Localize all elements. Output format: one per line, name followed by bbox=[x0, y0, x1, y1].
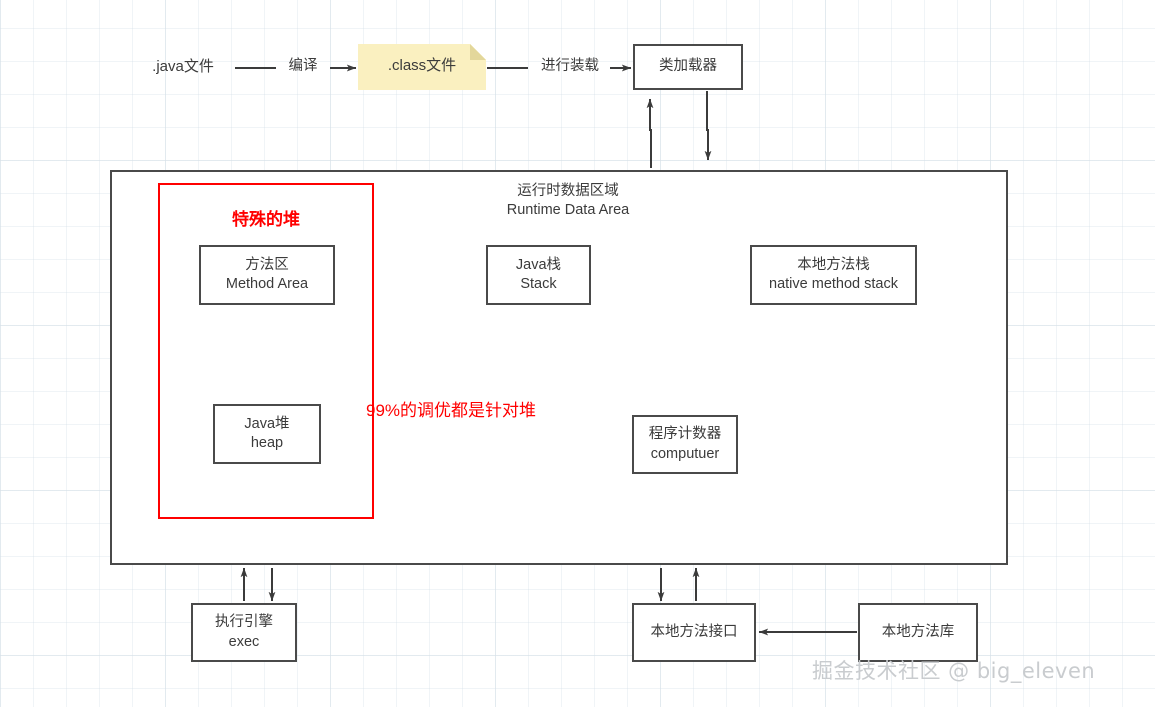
class-file-note-shape bbox=[358, 44, 486, 90]
java-stack-label-en: Stack bbox=[520, 276, 557, 292]
java-heap-label-cn: Java堆 bbox=[244, 415, 290, 432]
load-edge-label: 进行装载 bbox=[541, 58, 599, 75]
execution-engine-label-en: exec bbox=[228, 633, 260, 650]
class-file-label: .class文件 bbox=[387, 57, 457, 75]
native-method-stack-label-en: native method stack bbox=[769, 276, 898, 292]
native-interface-label: 本地方法接口 bbox=[650, 623, 738, 640]
tuning-annotation-label: 99%的调优都是针对堆 bbox=[366, 401, 537, 420]
java-stack-label-cn: Java栈 bbox=[515, 256, 562, 273]
watermark: 掘金技术社区 @ big_eleven bbox=[812, 659, 1096, 683]
execution-engine-node: 执行引擎 exec bbox=[191, 603, 297, 662]
program-counter-label-cn: 程序计数器 bbox=[648, 426, 722, 443]
java-heap-node: Java堆 heap bbox=[213, 404, 321, 464]
native-method-stack-label-cn: 本地方法栈 bbox=[797, 256, 870, 273]
classloader-label: 类加载器 bbox=[659, 58, 717, 75]
native-library-label: 本地方法库 bbox=[881, 623, 955, 640]
native-interface-node: 本地方法接口 bbox=[632, 603, 756, 662]
native-method-stack-node: 本地方法栈 native method stack bbox=[750, 245, 917, 305]
java-file-label: .java文件 bbox=[152, 58, 214, 76]
runtime-title-en: Runtime Data Area bbox=[506, 202, 630, 218]
method-area-label-cn: 方法区 bbox=[245, 256, 289, 273]
program-counter-node: 程序计数器 computuer bbox=[632, 415, 738, 474]
program-counter-label-en: computuer bbox=[650, 445, 720, 462]
runtime-data-area-title: 运行时数据区域 Runtime Data Area bbox=[468, 180, 668, 222]
classloader-node: 类加载器 bbox=[633, 44, 743, 90]
class-file-node: .class文件 bbox=[358, 44, 486, 88]
execution-engine-label-cn: 执行引擎 bbox=[215, 614, 273, 631]
method-area-label-en: Method Area bbox=[225, 276, 309, 292]
runtime-data-area-container bbox=[110, 170, 1008, 565]
runtime-title-cn: 运行时数据区域 bbox=[517, 182, 619, 199]
compile-edge-label: 编译 bbox=[288, 58, 318, 75]
native-library-node: 本地方法库 bbox=[858, 603, 978, 662]
java-heap-label-en: heap bbox=[250, 435, 284, 451]
special-heap-highlight-region bbox=[158, 183, 374, 519]
special-heap-label: 特殊的堆 bbox=[232, 209, 300, 229]
java-stack-node: Java栈 Stack bbox=[486, 245, 591, 305]
method-area-node: 方法区 Method Area bbox=[199, 245, 335, 305]
